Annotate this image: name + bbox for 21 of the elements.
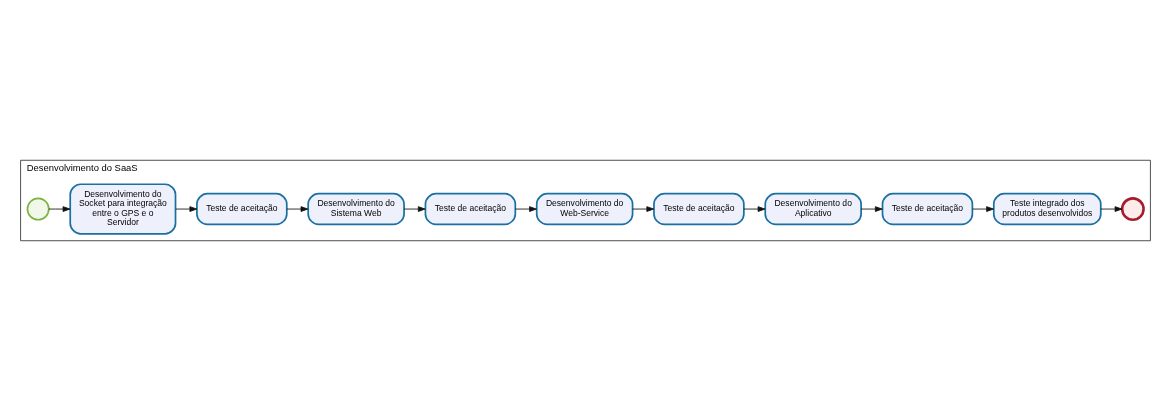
arrow [286,205,309,212]
arrow [632,205,655,212]
node-box: Teste integrado dos produtos desenvolvidos [992,192,1102,225]
node-box: Teste de aceitação [653,192,745,225]
node-box: Desenvolvimento do Sistema Web [307,192,405,225]
arrow [48,205,71,212]
arrow [743,205,766,212]
arrow [972,205,994,212]
node-circle [1120,196,1145,221]
arrow [1100,205,1123,212]
node-circle [26,197,50,221]
node-box: Teste de aceitação [881,192,974,225]
node-box: Desenvolvimento do Web-Service [535,192,634,225]
node-box: Teste de aceitação [424,192,517,225]
arrow [514,205,537,212]
node-box: Desenvolvimento do Socket para integração entre o GPS e o Servidor [69,182,177,235]
arrow [403,205,426,212]
node-box: Teste de aceitação [196,192,288,225]
arrow [860,205,883,212]
arrow [175,205,198,212]
node-box: Desenvolvimento do Aplicativo [764,192,862,225]
